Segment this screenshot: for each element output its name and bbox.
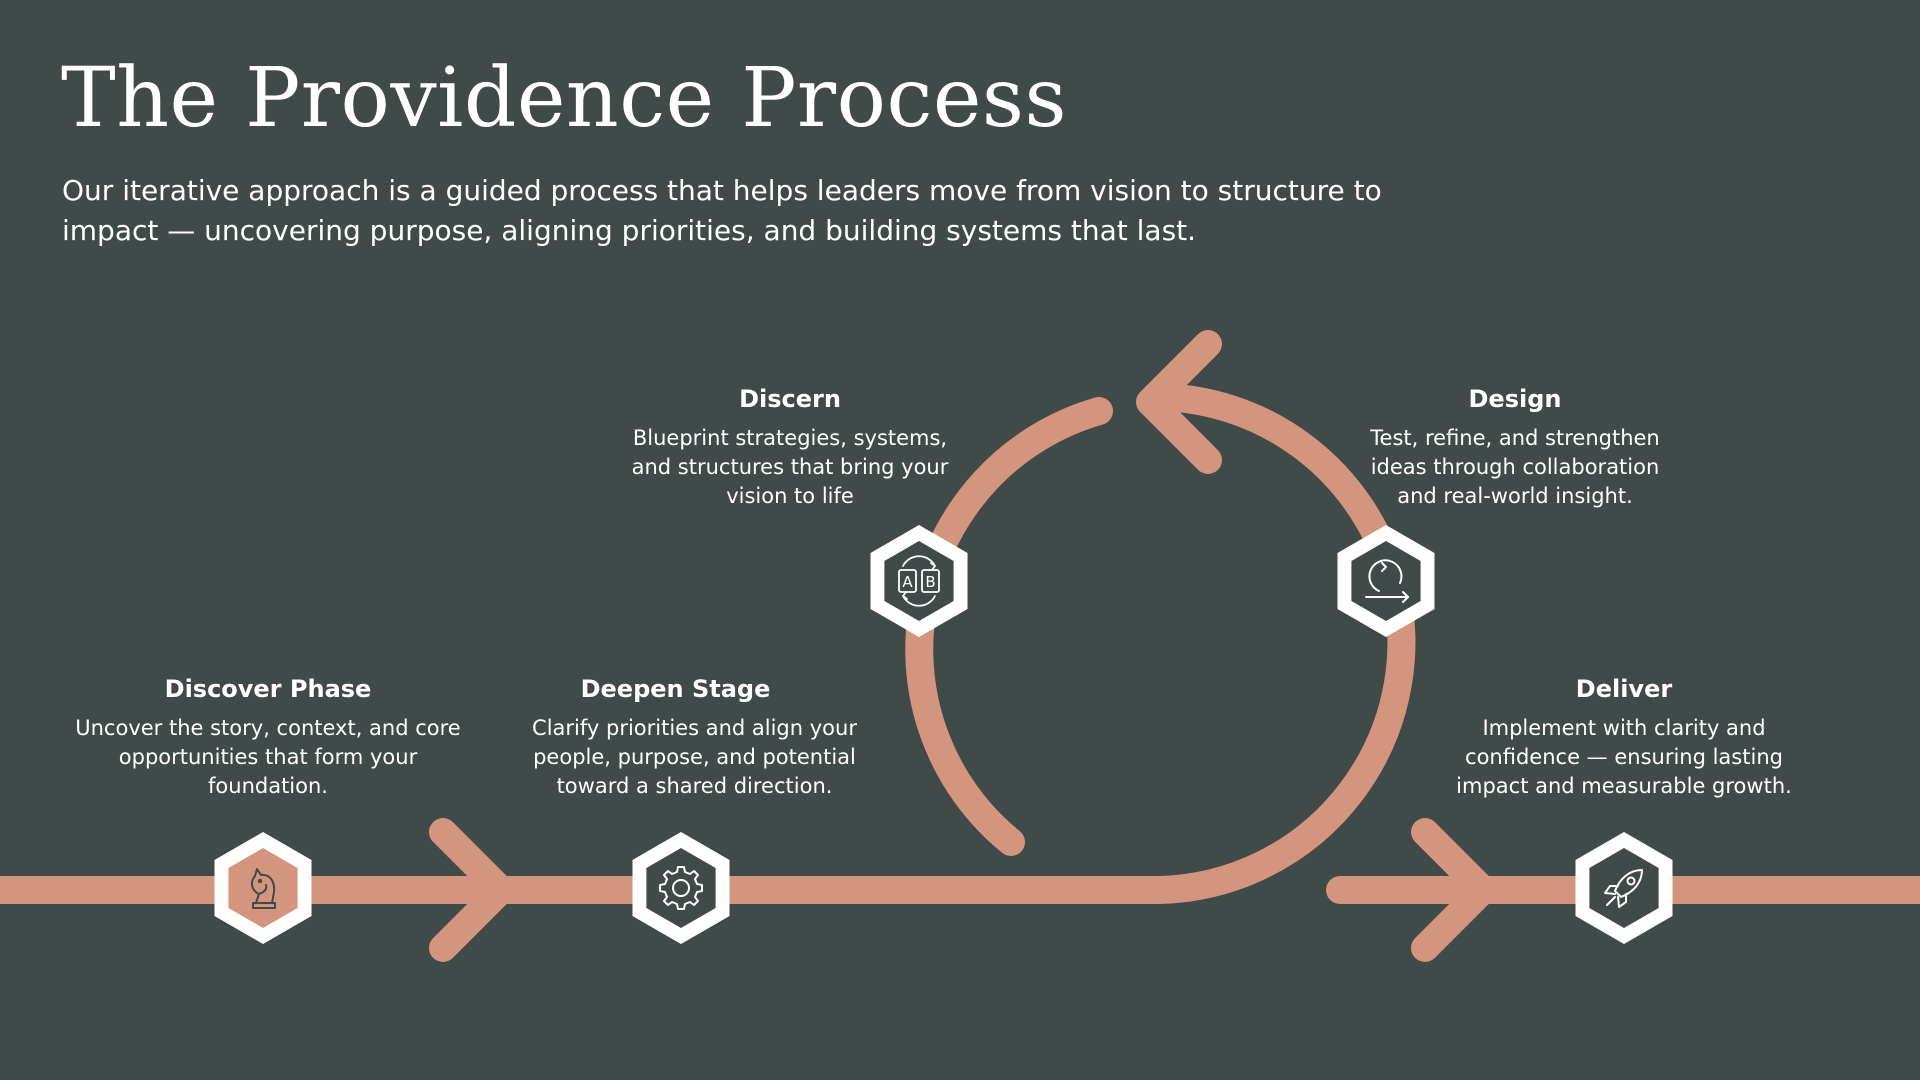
- iterate-icon: [1365, 559, 1409, 603]
- ab-icon-letter-a: A: [902, 573, 913, 591]
- page-subtitle: Our iterative approach is a guided proce…: [62, 174, 1382, 247]
- step-deliver-description: Implement with clarity and confidence — …: [1456, 716, 1792, 798]
- step-design-title: Design: [1468, 385, 1562, 413]
- step-discern-description: Blueprint strategies, systems, and struc…: [631, 426, 949, 508]
- rocket-icon: [1604, 869, 1643, 908]
- gear-icon: [659, 866, 703, 910]
- step-discover: Discover Phase Uncover the story, contex…: [68, 674, 468, 801]
- step-deepen-title: Deepen Stage: [580, 675, 771, 703]
- node-deepen: [632, 832, 730, 944]
- step-design-description: Test, refine, and strengthen ideas throu…: [1370, 426, 1660, 508]
- ab-test-icon: [898, 555, 940, 607]
- node-deliver: [1575, 832, 1673, 944]
- step-discover-description: Uncover the story, context, and core opp…: [75, 716, 461, 798]
- flow-line-loop: [806, 564, 1416, 904]
- step-design: Design Test, refine, and strengthen idea…: [1355, 384, 1675, 511]
- step-deliver-title: Deliver: [1575, 675, 1673, 703]
- node-discern: A B: [870, 525, 968, 637]
- ab-icon-letter-b: B: [925, 573, 935, 591]
- step-discover-title: Discover Phase: [164, 675, 372, 703]
- arrow-head-2: [1411, 818, 1497, 962]
- step-deepen: Deepen Stage Clarify priorities and alig…: [522, 674, 867, 801]
- step-discern: Discern Blueprint strategies, systems, a…: [622, 384, 958, 511]
- arrow-head-1: [429, 818, 515, 962]
- page-title: The Providence Process: [61, 51, 1068, 146]
- node-discover: [214, 832, 312, 944]
- arrow-head-loop: [1136, 330, 1222, 474]
- step-discern-title: Discern: [739, 385, 841, 413]
- node-design: [1337, 525, 1435, 637]
- step-deliver: Deliver Implement with clarity and confi…: [1444, 674, 1804, 801]
- step-deepen-description: Clarify priorities and align your people…: [532, 716, 857, 798]
- knight-icon: [250, 868, 276, 909]
